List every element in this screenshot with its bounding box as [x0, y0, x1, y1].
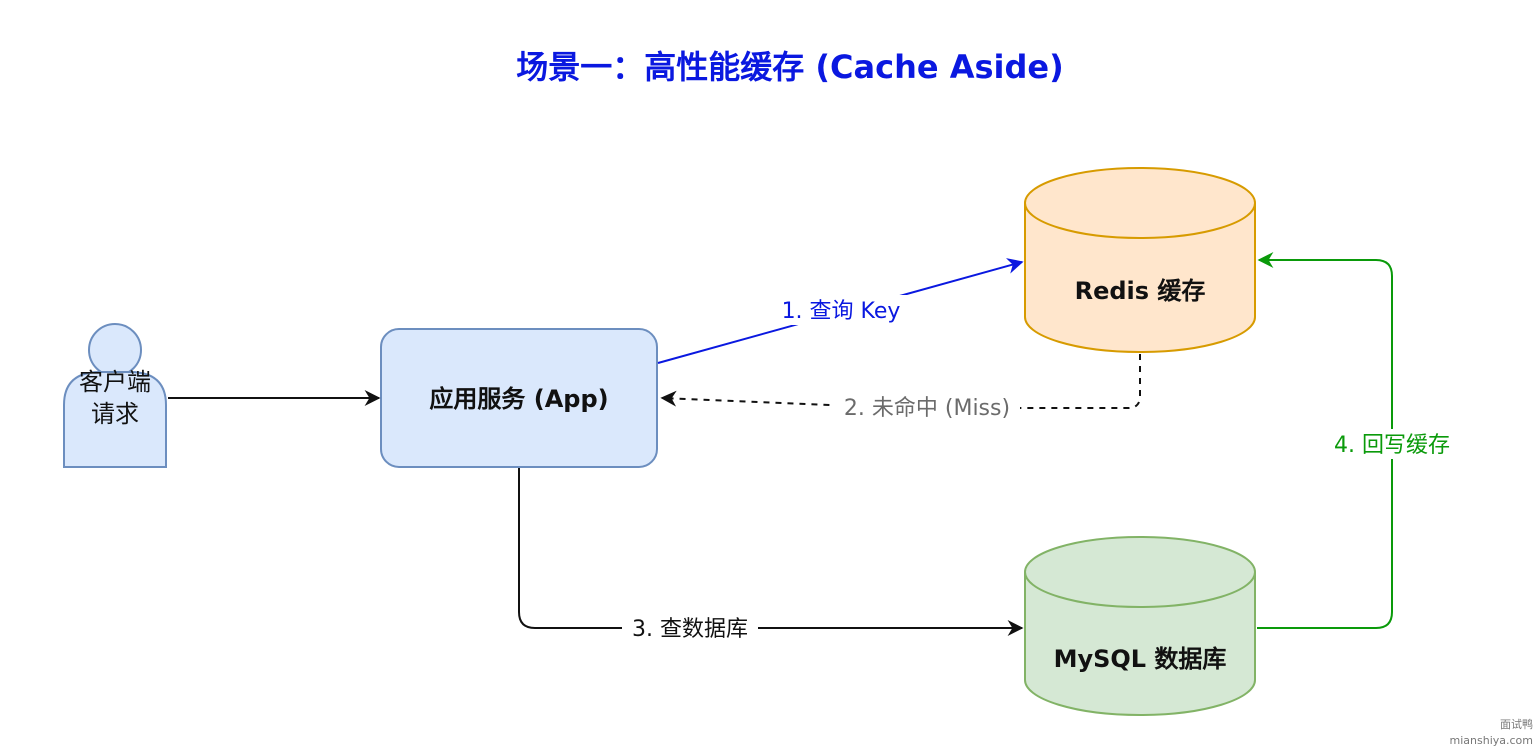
redis-cache-node: Redis 缓存: [1024, 167, 1256, 353]
query-db-arrow: [518, 468, 1024, 636]
watermark: 面试鸭 mianshiya.com: [1450, 718, 1533, 747]
mysql-cylinder-top: [1024, 536, 1256, 608]
mysql-database-label: MySQL 数据库: [1054, 645, 1227, 673]
query-db-label-bg: [622, 613, 758, 643]
cache-miss-label: 2. 未命中 (Miss): [844, 396, 1010, 421]
app-service-box: [380, 328, 658, 468]
edge-query-db: 3. 查数据库: [518, 468, 1024, 643]
write-back-label: 4. 回写缓存: [1334, 433, 1450, 458]
client-label-line2: 请求: [91, 400, 139, 428]
edge-write-back: 4. 回写缓存: [1257, 252, 1462, 629]
write-back-label-bg: [1322, 429, 1462, 459]
client-label-line1: 客户端: [79, 368, 151, 396]
edge-cache-miss: 2. 未命中 (Miss): [660, 354, 1141, 422]
redis-cache-label: Redis 缓存: [1075, 277, 1206, 305]
cache-miss-label-bg: [834, 392, 1020, 422]
redis-cylinder-body: [1024, 203, 1256, 353]
query-key-label: 1. 查询 Key: [782, 299, 901, 324]
client-body-shape: [63, 371, 167, 468]
redis-cylinder-top: [1024, 167, 1256, 239]
client-actor: 客户端 请求: [63, 323, 167, 468]
query-key-label-bg: [772, 295, 910, 325]
app-service-node: 应用服务 (App): [380, 328, 658, 468]
diagram-title: 场景一：高性能缓存 (Cache Aside): [516, 48, 1063, 86]
mysql-database-node: MySQL 数据库: [1024, 536, 1256, 716]
watermark-line1: 面试鸭: [1500, 718, 1533, 731]
mysql-cylinder-body: [1024, 572, 1256, 716]
edge-query-key: 1. 查询 Key: [657, 258, 1024, 364]
query-db-label: 3. 查数据库: [632, 617, 748, 642]
app-service-label: 应用服务 (App): [429, 385, 608, 413]
cache-miss-arrow: [660, 354, 1141, 409]
watermark-line2: mianshiya.com: [1450, 734, 1533, 747]
